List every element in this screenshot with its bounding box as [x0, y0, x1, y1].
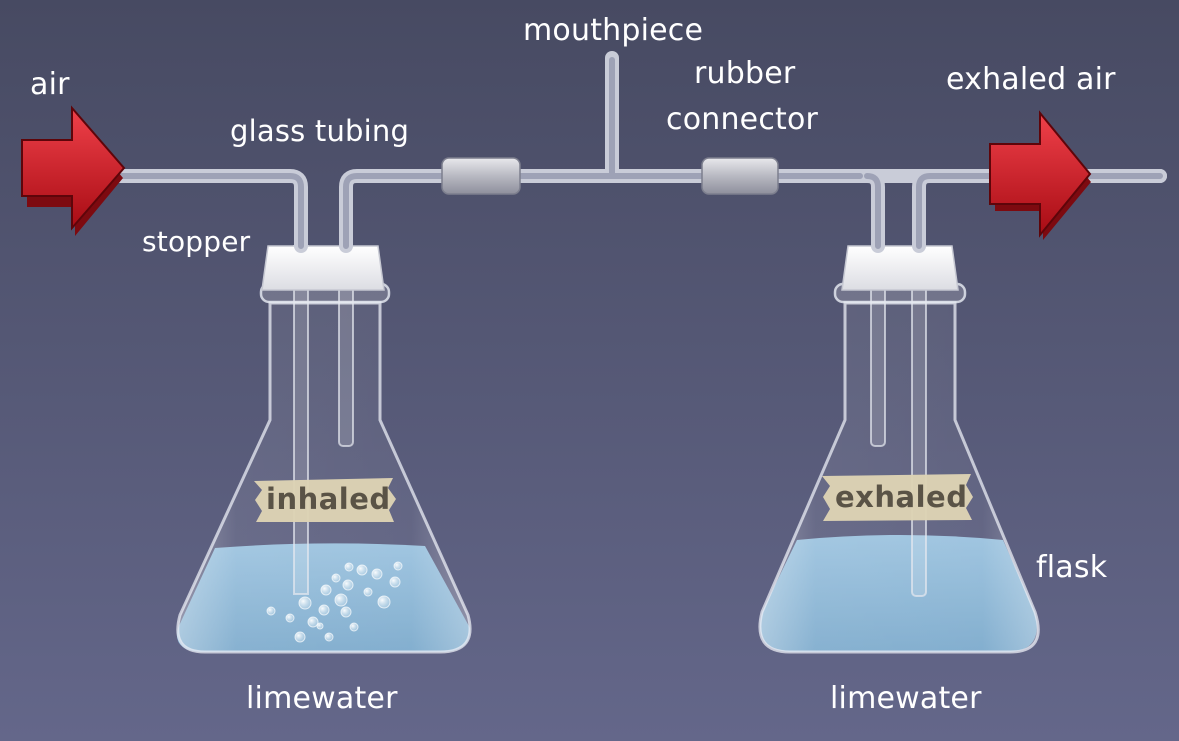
- arrow-icon: [21, 105, 126, 236]
- glass-tubing: [113, 51, 1167, 253]
- left-flask: [176, 245, 472, 654]
- label-connector: connector: [666, 102, 819, 137]
- label-air: air: [30, 67, 70, 102]
- label-rubber: rubber: [694, 56, 796, 91]
- label-stopper: stopper: [142, 225, 251, 258]
- label-exhaled-air: exhaled air: [946, 62, 1116, 97]
- label-limewater-left: limewater: [246, 681, 398, 716]
- flask-tag-exhaled: exhaled: [835, 480, 968, 514]
- rubber-connector-left: [441, 157, 521, 195]
- bubbles: [266, 561, 403, 643]
- label-glass-tubing: glass tubing: [230, 114, 410, 148]
- arrow-icon: [989, 110, 1092, 240]
- right-flask: [758, 245, 1040, 654]
- label-flask: flask: [1036, 550, 1108, 585]
- flask-tag-inhaled: inhaled: [266, 482, 391, 516]
- label-limewater-right: limewater: [830, 681, 982, 716]
- rubber-connector-right: [701, 157, 779, 195]
- label-mouthpiece: mouthpiece: [523, 13, 704, 48]
